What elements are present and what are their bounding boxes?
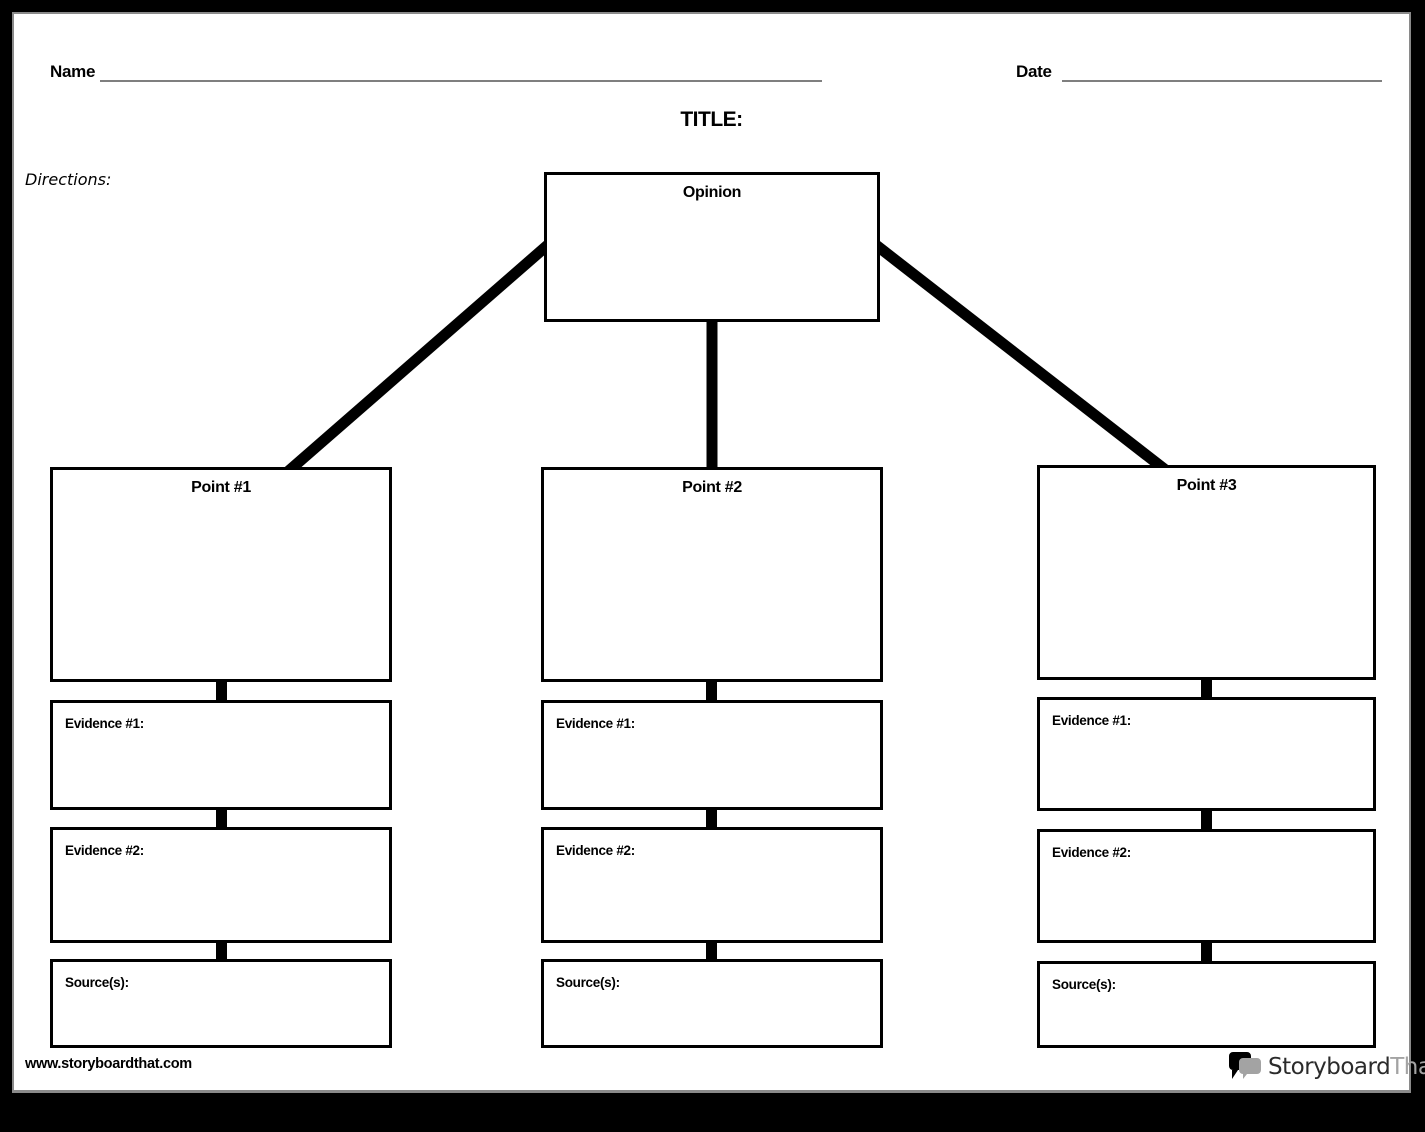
name-label: Name	[50, 62, 96, 81]
date-label: Date	[1016, 62, 1052, 81]
point2-sources-box[interactable]: Source(s):	[541, 959, 883, 1048]
point2-evidence2-box[interactable]: Evidence #2:	[541, 827, 883, 943]
point1-evidence1-label: Evidence #1:	[65, 716, 144, 731]
storyboardthat-logo: StoryboardThat	[1228, 1050, 1425, 1084]
point3-evidence2-label: Evidence #2:	[1052, 845, 1131, 860]
point3-box-label: Point #3	[1176, 477, 1237, 494]
opinion-box[interactable]: Opinion	[544, 172, 880, 322]
logo-wordmark: StoryboardThat	[1268, 1054, 1425, 1080]
point1-evidence2-label: Evidence #2:	[65, 843, 144, 858]
point3-box[interactable]: Point #3	[1037, 465, 1376, 680]
point2-evidence1-label: Evidence #1:	[556, 716, 635, 731]
point3-sources-box[interactable]: Source(s):	[1037, 961, 1376, 1048]
opinion-box-label: Opinion	[682, 184, 742, 201]
title-label: TITLE:	[680, 108, 743, 131]
date-field-line[interactable]	[1062, 80, 1382, 82]
point2-evidence2-label: Evidence #2:	[556, 843, 635, 858]
point3-evidence2-box[interactable]: Evidence #2:	[1037, 829, 1376, 943]
point1-sources-box[interactable]: Source(s):	[50, 959, 392, 1048]
point1-evidence1-box[interactable]: Evidence #1:	[50, 700, 392, 810]
stub-point3-sources	[1201, 941, 1212, 963]
point3-evidence1-label: Evidence #1:	[1052, 713, 1131, 728]
stub-point2-sources	[706, 941, 717, 961]
point2-evidence1-box[interactable]: Evidence #1:	[541, 700, 883, 810]
directions-label: Directions:	[25, 170, 112, 189]
point2-box[interactable]: Point #2	[541, 467, 883, 682]
point1-box-label: Point #1	[191, 479, 251, 496]
point2-sources-label: Source(s):	[556, 975, 620, 990]
stub-point2-evidence1	[706, 680, 717, 702]
connector-lines	[280, 238, 1176, 480]
point1-evidence2-box[interactable]: Evidence #2:	[50, 827, 392, 943]
stub-point3-evidence2	[1201, 809, 1212, 831]
stub-point3-evidence1	[1201, 678, 1212, 699]
point1-box[interactable]: Point #1	[50, 467, 392, 682]
connector-opinion-point3	[872, 240, 1176, 480]
stub-point1-sources	[216, 941, 227, 961]
worksheet-sheet: Name Date TITLE: Directions: Opinion Poi…	[12, 12, 1425, 1093]
stub-point2-evidence2	[706, 808, 717, 829]
point2-box-label: Point #2	[682, 479, 742, 496]
point3-sources-label: Source(s):	[1052, 977, 1116, 992]
logo-text-secondary: That	[1390, 1054, 1425, 1080]
stub-point1-evidence1	[216, 680, 227, 702]
name-field-line[interactable]	[100, 80, 822, 82]
logo-text-primary: Storyboard	[1268, 1054, 1391, 1080]
website-url: www.storyboardthat.com	[25, 1056, 192, 1072]
point1-sources-label: Source(s):	[65, 975, 129, 990]
point3-evidence1-box[interactable]: Evidence #1:	[1037, 697, 1376, 811]
speech-bubbles-icon	[1229, 1052, 1261, 1079]
stub-point1-evidence2	[216, 808, 227, 829]
connector-opinion-point1	[280, 238, 554, 480]
